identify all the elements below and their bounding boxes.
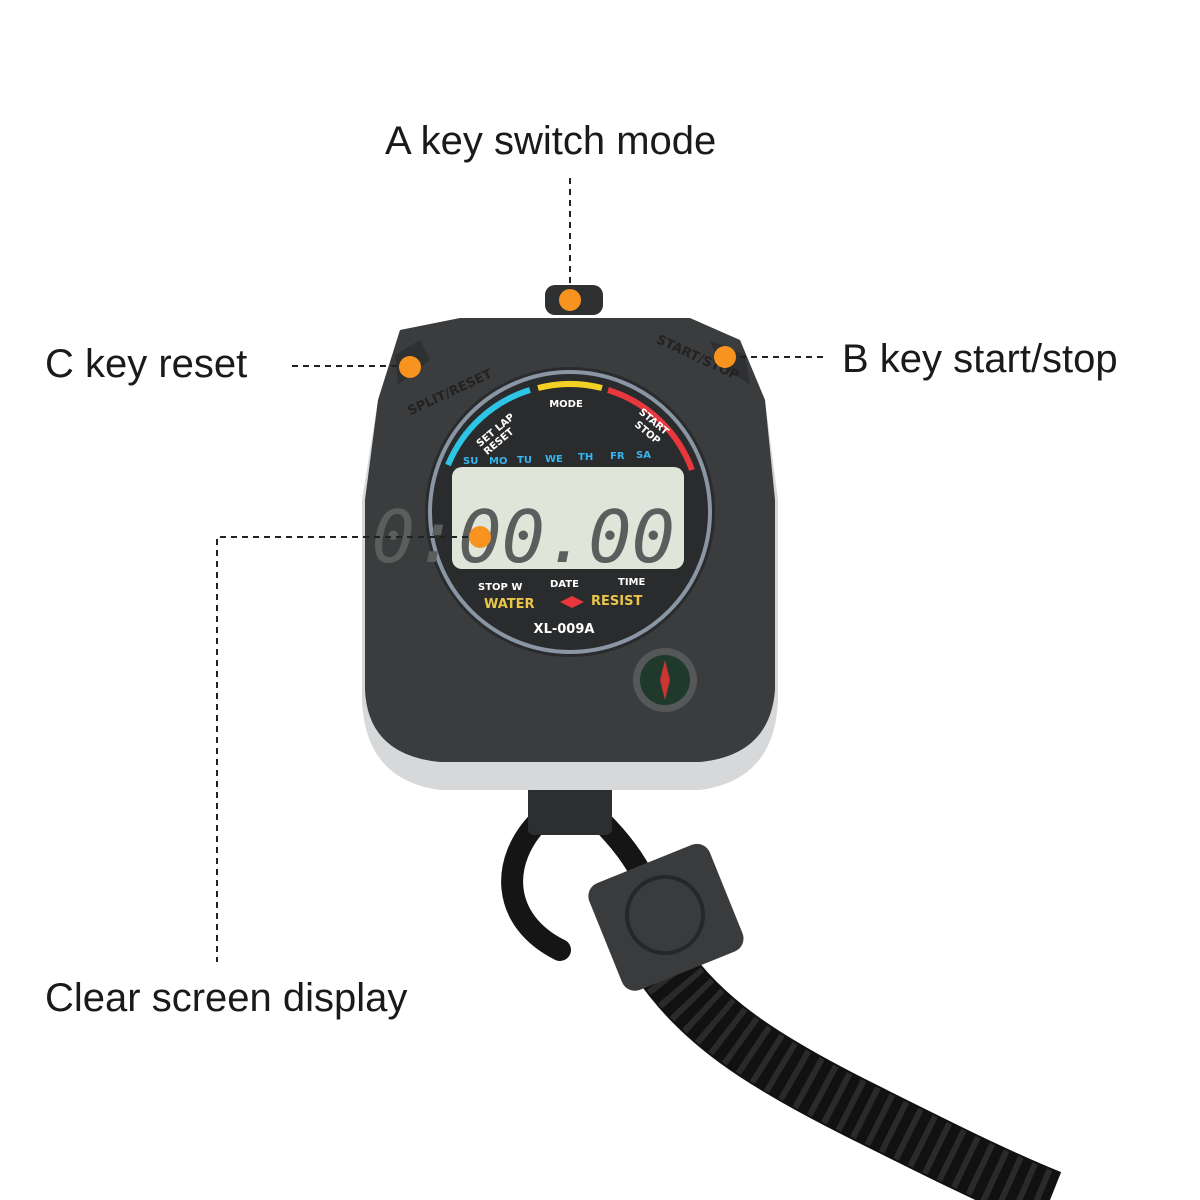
lcd-time-readout: 0:00.00 bbox=[372, 495, 675, 579]
strap-tab bbox=[528, 785, 612, 835]
day-label: MO bbox=[489, 456, 507, 467]
marker-dot bbox=[399, 356, 421, 378]
marker-dot bbox=[469, 526, 491, 548]
compass-icon bbox=[633, 648, 697, 712]
resist-label: RESIST bbox=[591, 594, 642, 609]
annotation-b-key: B key start/stop bbox=[842, 337, 1118, 381]
leader-lines bbox=[216, 178, 826, 962]
diamond-icon bbox=[560, 596, 584, 608]
day-label: TH bbox=[578, 452, 593, 463]
weekday-row: SU MO TU WE TH FR SA bbox=[463, 450, 651, 467]
annotation-display: Clear screen display bbox=[45, 976, 408, 1020]
day-label: SU bbox=[463, 456, 478, 467]
day-label: WE bbox=[545, 454, 563, 465]
model-label: XL-009A bbox=[534, 622, 595, 637]
indicator-label: DATE bbox=[550, 579, 579, 590]
lcd-screen bbox=[452, 467, 684, 569]
annotation-markers bbox=[399, 289, 736, 548]
day-label: SA bbox=[636, 450, 651, 461]
cord-lock-slider[interactable] bbox=[584, 840, 748, 995]
day-label: FR bbox=[610, 451, 625, 462]
mode-label: MODE bbox=[549, 399, 583, 410]
day-label: TU bbox=[517, 455, 532, 466]
indicator-label: TIME bbox=[618, 577, 645, 588]
annotation-a-key: A key switch mode bbox=[385, 119, 717, 163]
annotation-c-key: C key reset bbox=[45, 342, 248, 386]
marker-dot bbox=[714, 346, 736, 368]
marker-dot bbox=[559, 289, 581, 311]
water-label: WATER bbox=[484, 597, 535, 612]
indicator-label: STOP W bbox=[478, 582, 522, 593]
lanyard bbox=[501, 785, 1062, 1200]
mode-indicators: STOP W DATE TIME bbox=[478, 577, 645, 593]
